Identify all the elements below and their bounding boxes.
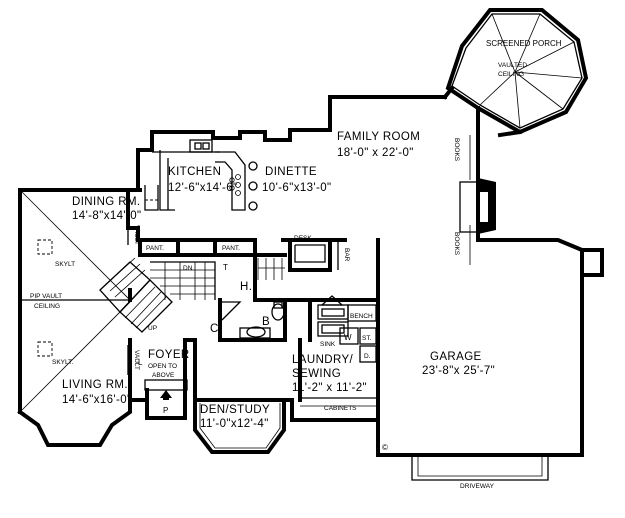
interior-walls <box>128 238 380 420</box>
family-room-fireplace <box>459 135 496 265</box>
up-label: UP <box>148 325 157 332</box>
family-room-dims: 18'-0" x 22'-0" <box>337 147 414 159</box>
pip-vault-label: PIP VAULT <box>30 293 62 300</box>
bath-fixtures <box>221 301 285 339</box>
garage-name: GARAGE <box>430 351 482 363</box>
dining-dims: 14'-8"x14'-0" <box>72 210 142 222</box>
dryer-label: D. <box>364 353 371 360</box>
bench-label: BENCH <box>350 313 373 320</box>
pantry-label-1: PANT. <box>146 245 164 252</box>
kitchen-name: KITCHEN <box>168 166 221 178</box>
foyer-note-1: OPEN TO <box>148 363 177 370</box>
living-dims: 14'-6"x16'-0" <box>62 394 132 406</box>
porch-p-label: P <box>163 406 168 415</box>
exterior-walls <box>17 85 604 457</box>
garage-dims: 23'-8"x 25'-7" <box>422 365 495 377</box>
foyer-name: FOYER <box>148 349 190 361</box>
laundry-dims: 11'-2" x 11'-2" <box>292 382 367 394</box>
laundry-name-1: LAUNDRY/ <box>292 354 354 366</box>
copyright-mark: © <box>382 443 388 452</box>
dinette-dims: 10'-6"x13'-0" <box>262 182 332 194</box>
bath-label: B <box>262 316 270 328</box>
kitchen-dims: 12'-6"x14'-6" <box>168 182 238 194</box>
driveway-label: DRIVEWAY <box>460 483 495 490</box>
den-dims: 11'-0"x12'-4" <box>200 418 269 430</box>
pantry-label-2: PANT. <box>222 245 240 252</box>
linen-label: L <box>138 358 143 367</box>
porch-note-2: CEILING <box>498 71 524 78</box>
vault-label-2: VAULT <box>133 350 140 370</box>
skylight-label-2: SKYLT. <box>52 359 73 366</box>
den-name: DEN/STUDY <box>200 404 270 416</box>
skylight-label-1: SKYLT <box>55 261 75 268</box>
living-name: LIVING RM. <box>62 379 128 391</box>
screened-porch <box>445 8 589 138</box>
pip-vault-ceiling-label: CEILING <box>34 303 60 310</box>
kitchen-counters <box>144 139 258 211</box>
books-label-2: BOOKS <box>453 232 460 256</box>
storage-label: ST. <box>362 335 372 342</box>
family-room-name: FAMILY ROOM <box>337 131 420 143</box>
bar-label: BAR <box>343 248 350 262</box>
dining-living-vaults <box>20 191 131 411</box>
laundry-name-2: SEWING <box>292 368 341 380</box>
down-label: DN <box>183 265 193 272</box>
foyer-note-2: ABOVE <box>152 372 175 379</box>
staircase <box>99 257 285 333</box>
dining-name: DINING RM. <box>72 196 141 208</box>
driveway <box>411 455 549 481</box>
desk-label: DESK <box>294 235 312 242</box>
sink-label: SINK <box>320 341 336 348</box>
hall-label: H. <box>240 281 252 293</box>
dinette-name: DINETTE <box>265 166 317 178</box>
foyer-details <box>144 379 188 400</box>
books-label-1: BOOKS <box>453 138 460 162</box>
vault-label-1: VAULT <box>133 225 140 245</box>
washer-label: W <box>344 333 352 342</box>
porch-name: SCREENED PORCH <box>486 39 562 48</box>
cabinets-label: CABINETS <box>324 405 357 412</box>
t-label: T <box>223 263 228 272</box>
porch-note-1: VAULTED <box>498 62 527 69</box>
den-window-line <box>199 403 281 449</box>
laundry-fixtures <box>300 295 378 407</box>
closet-label: C <box>210 323 219 335</box>
